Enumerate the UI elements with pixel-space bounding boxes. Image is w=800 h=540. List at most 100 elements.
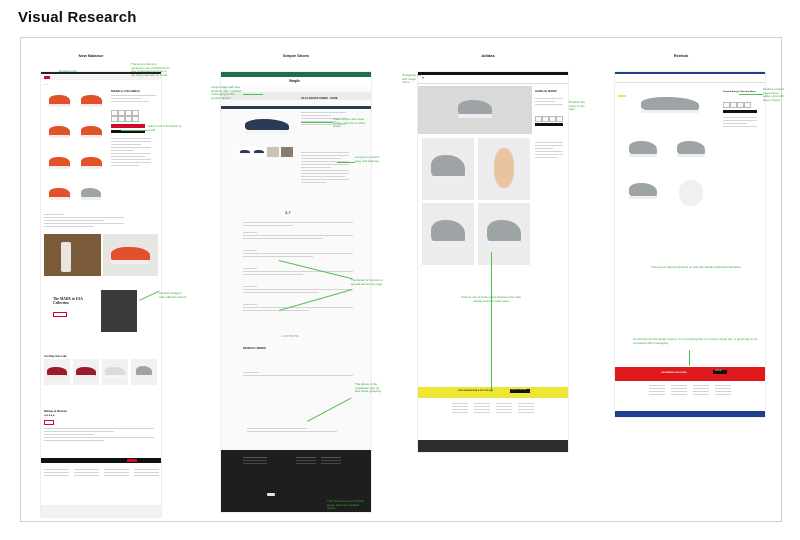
simple-footer-toggle[interactable]: [267, 493, 275, 496]
simple-logo[interactable]: Simple.: [289, 79, 301, 83]
simple-thumbnail[interactable]: [253, 147, 265, 157]
nb-product-image[interactable]: [76, 180, 106, 208]
nb-size-option[interactable]: [118, 110, 125, 116]
adidas-size-option[interactable]: [549, 116, 556, 122]
adidas-navigation[interactable]: [418, 75, 568, 84]
simple-thumbnail[interactable]: [281, 147, 293, 157]
simple-sub-bar: [221, 106, 371, 109]
nb-product-image[interactable]: [44, 118, 74, 146]
nb-secondary-button[interactable]: [111, 130, 145, 133]
adidas-logo-icon[interactable]: ≡: [422, 76, 425, 80]
nb-size-option[interactable]: [132, 110, 139, 116]
reebok-size-option[interactable]: [723, 102, 730, 108]
simple-review: [243, 304, 353, 313]
reebok-footer-column: [671, 385, 687, 397]
nb-related-product[interactable]: [131, 359, 157, 385]
simple-note-newsletter: The above is the newsletter sign up and …: [355, 382, 382, 394]
nb-write-review-button[interactable]: [44, 420, 54, 425]
nb-product-image[interactable]: [76, 118, 106, 146]
reebok-size-option[interactable]: [737, 102, 744, 108]
simple-pagination[interactable]: ‹ 1 2 3 4 5 6 7 8 ›: [281, 335, 300, 338]
reebok-note-consistent: As obvious as this design seems, it is s…: [633, 337, 758, 345]
nb-related-product[interactable]: [102, 359, 128, 385]
adidas-note-sticky: Product info sticks to the right: [569, 100, 586, 112]
adidas-footer-column: [474, 403, 490, 415]
nb-size-option[interactable]: [125, 116, 132, 122]
nb-related-product[interactable]: [44, 359, 70, 385]
nb-breadcrumb[interactable]: › › ›: [44, 83, 48, 86]
reebok-gallery-image[interactable]: [621, 130, 665, 168]
adidas-footer-column: [518, 403, 534, 415]
nb-add-to-cart-button[interactable]: [111, 124, 145, 128]
nb-product-image[interactable]: [44, 149, 74, 177]
column-label-new-balance: New Balance: [78, 53, 104, 58]
nb-reviews-title: Ratings & Reviews: [44, 410, 68, 413]
simple-footer-column: [321, 457, 341, 466]
adidas-size-option[interactable]: [556, 116, 563, 122]
nb-lifestyle-image: [44, 234, 101, 276]
simple-footer-column: [243, 457, 267, 466]
adidas-gallery-image[interactable]: [422, 138, 474, 200]
nb-product-image[interactable]: [76, 149, 106, 177]
nb-footer-column: [44, 469, 69, 478]
adidas-page: ≡ GAZELLE SHOES JOIN OUR ADICLUB & GET 1…: [418, 72, 568, 452]
reebok-size-option[interactable]: [730, 102, 737, 108]
simple-hero-shoe[interactable]: [239, 108, 295, 144]
simple-newsletter: [247, 428, 347, 434]
nb-size-option[interactable]: [132, 116, 139, 122]
reebok-footer-bottom: [615, 411, 765, 417]
adidas-gallery-image[interactable]: [422, 203, 474, 265]
reebok-gallery-image[interactable]: [621, 172, 665, 210]
adidas-footer-column: [452, 403, 468, 415]
nb-product-image[interactable]: [44, 87, 74, 115]
reebok-hero-shoe[interactable]: [625, 86, 715, 124]
nb-product-image[interactable]: [44, 180, 74, 208]
nb-editorial-cta[interactable]: [53, 312, 67, 317]
adidas-add-to-bag-button[interactable]: [535, 123, 563, 126]
simple-thumbnail[interactable]: [267, 147, 279, 157]
simple-note-story: Long form product story and features: [355, 155, 380, 163]
reebok-gallery-image[interactable]: [669, 130, 713, 168]
nb-footer-column: [74, 469, 99, 478]
nb-product-image[interactable]: [76, 87, 106, 115]
simple-review: [243, 250, 353, 259]
reebok-add-to-cart-button[interactable]: [723, 110, 757, 113]
nb-footer-bottom: [41, 505, 161, 517]
reebok-note-identical: This area is almost identical on both th…: [651, 265, 741, 269]
reebok-banner-button[interactable]: [713, 370, 727, 374]
nb-review-list: [44, 428, 154, 443]
nb-size-option[interactable]: [118, 116, 125, 122]
nb-editorial-image: [101, 290, 137, 332]
nb-related-product[interactable]: [73, 359, 99, 385]
simple-navigation[interactable]: [221, 77, 371, 87]
nb-navigation[interactable]: [41, 75, 161, 80]
adidas-product-title: GAZELLE SHOES: [535, 90, 557, 93]
adidas-size-option[interactable]: [542, 116, 549, 122]
reebok-footer-column: [649, 385, 665, 397]
nb-size-option[interactable]: [111, 110, 118, 116]
adidas-hero-shoe[interactable]: [448, 88, 502, 130]
reebok-size-option[interactable]: [744, 102, 751, 108]
nb-size-option[interactable]: [125, 110, 132, 116]
reebok-navigation[interactable]: [615, 75, 765, 83]
nb-note-breadcrumbs: Breadcrumbs: [59, 69, 77, 73]
column-label-reebok: Reebok: [673, 53, 689, 58]
simple-note-reviews: The layout of reviews is spread across t…: [351, 278, 383, 286]
page-title: Visual Research: [18, 9, 137, 26]
nb-size-option[interactable]: [111, 116, 118, 122]
simple-thumbnail[interactable]: [239, 147, 251, 157]
adidas-banner-button[interactable]: [510, 389, 530, 393]
adidas-gallery-image[interactable]: [478, 203, 530, 265]
simple-reviews-header: [243, 222, 353, 228]
simple-annotation-line: [301, 122, 333, 123]
nb-product-title: MADE in USA 990v3: [111, 89, 140, 93]
reebok-promo-bar: [615, 72, 765, 74]
adidas-size-option[interactable]: [535, 116, 542, 122]
nb-annotation-line: [121, 130, 147, 131]
simple-footer-column: [296, 457, 316, 466]
simple-note-display: Clean single color shoe display with lot…: [333, 117, 366, 129]
nb-lifestyle-figure: [61, 242, 71, 272]
nb-logo[interactable]: [44, 76, 50, 79]
reebok-gallery-sole[interactable]: [679, 180, 703, 206]
nb-footer-signup-button[interactable]: [127, 459, 137, 462]
